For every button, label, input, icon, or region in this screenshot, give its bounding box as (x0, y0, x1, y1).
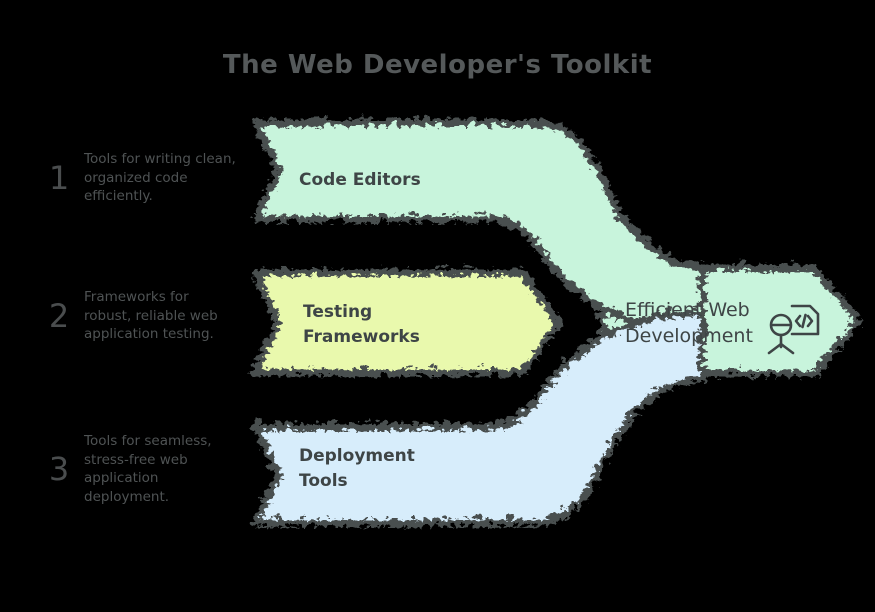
arrow-deployment-tools (249, 306, 704, 524)
note-text-1: Tools for writing clean, organized code … (84, 151, 236, 204)
note-number-3: 3 (48, 450, 70, 488)
note-number-1: 1 (48, 158, 70, 197)
note-text-3: Tools for seamless, stress-free web appl… (84, 433, 212, 505)
result-label: Efficient Web Development (625, 299, 753, 347)
note-item-2: 2 Frameworks for robust, reliable web ap… (48, 288, 238, 344)
note-item-1: 1 Tools for writing clean, organized cod… (48, 150, 238, 206)
note-number-2: 2 (48, 296, 70, 335)
note-text-2: Frameworks for robust, reliable web appl… (84, 289, 218, 342)
arrow-testing-frameworks (249, 266, 560, 374)
page-title: The Web Developer's Toolkit (222, 50, 653, 80)
note-item-3: 3 Tools for seamless, stress-free web ap… (48, 432, 238, 506)
developer-code-icon (764, 300, 824, 362)
